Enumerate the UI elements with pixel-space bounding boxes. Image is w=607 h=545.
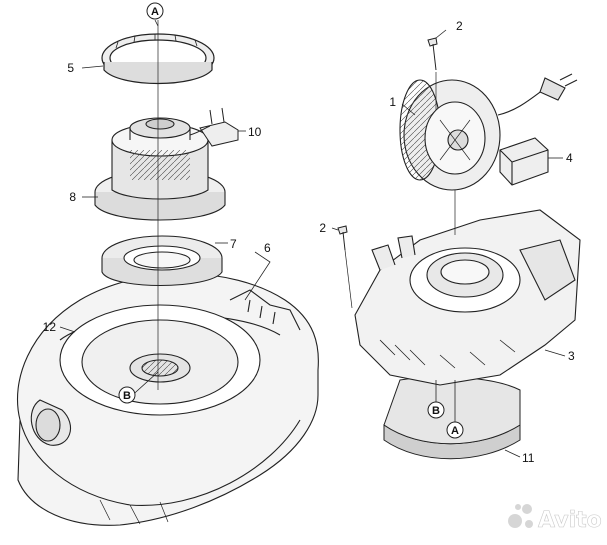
callout-b-left-label: B <box>123 390 131 402</box>
part-label-7: 7 <box>230 237 237 251</box>
callout-a-bottom: A <box>446 421 464 439</box>
part-label-11: 11 <box>522 451 535 465</box>
gasket-band <box>383 376 521 460</box>
part-label-12: 12 <box>43 320 57 334</box>
motor-connector <box>189 107 239 147</box>
callout-a-bottom-label: A <box>451 425 459 437</box>
callout-a-top: A <box>146 2 164 20</box>
part-label-8: 8 <box>69 190 76 204</box>
part-label-4: 4 <box>566 151 573 165</box>
base-housing <box>16 273 319 526</box>
screw-left <box>337 225 348 251</box>
part-label-6: 6 <box>264 241 271 255</box>
avito-logo-icon <box>508 504 533 528</box>
part-label-3: 3 <box>568 349 575 363</box>
motor-housing <box>94 117 226 221</box>
part-label-1: 1 <box>389 95 396 109</box>
part-label-2-top: 2 <box>456 19 463 33</box>
part-label-10: 10 <box>248 125 262 139</box>
filter-seat-ring <box>101 235 223 287</box>
screw-top <box>427 37 438 71</box>
cable-reel <box>399 73 578 191</box>
callout-b-right: B <box>427 401 445 419</box>
upper-housing <box>354 209 581 386</box>
callout-b-left: B <box>118 386 136 404</box>
callout-a-top-label: A <box>151 6 159 18</box>
part-label-5: 5 <box>67 61 74 75</box>
callout-b-right-label: B <box>432 405 440 417</box>
small-cover <box>499 137 549 186</box>
part-label-2-left: 2 <box>319 221 326 235</box>
leader-lines <box>59 19 566 458</box>
avito-watermark: Avito <box>508 504 602 533</box>
avito-watermark-text: Avito <box>538 508 602 533</box>
alignment-axis-screw-left <box>344 249 353 309</box>
